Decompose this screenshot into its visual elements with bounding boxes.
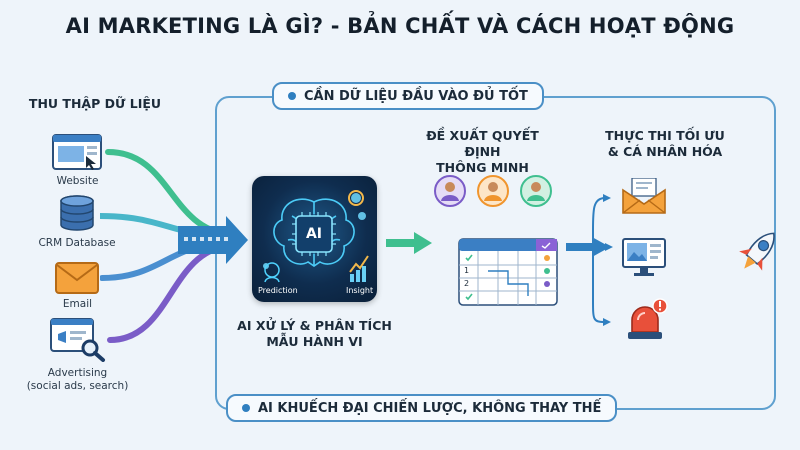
website-icon	[52, 134, 102, 170]
execute-heading-line2: & CÁ NHÂN HÓA	[607, 144, 723, 159]
ai-caption-line1: AI XỬ LÝ & PHÂN TÍCH	[237, 318, 392, 333]
ai-to-decision-arrow	[386, 232, 432, 254]
collect-heading: THU THẬP DỮ LIỆU	[28, 96, 162, 111]
bullet-dot-icon	[288, 92, 296, 100]
crm-database-label: CRM Database	[38, 237, 116, 249]
decision-table: 1 2	[458, 238, 558, 306]
personalized-email-icon	[622, 177, 666, 214]
table-row-number-1: 1	[464, 266, 470, 275]
database-icon	[58, 195, 96, 233]
ai-processing-panel: AI Prediction Insight	[252, 176, 377, 302]
email-icon	[55, 262, 99, 294]
decision-heading-line1: ĐỀ XUẤT QUYẾT ĐỊNH	[426, 128, 539, 159]
email-label: Email	[62, 298, 93, 310]
merged-arrow-head	[226, 216, 248, 264]
amplify-strategy-pill-label: AI KHUẾCH ĐẠI CHIẾN LƯỢC, KHÔNG THAY THẾ	[258, 400, 602, 416]
avatar-green	[520, 175, 552, 207]
insight-label: Insight	[346, 286, 374, 295]
ai-caption: AI XỬ LÝ & PHÂN TÍCH MẪU HÀNH VI	[222, 318, 407, 350]
execute-heading-line1: THỰC THI TỐI ƯU	[605, 128, 725, 143]
bullet-dot-icon	[242, 404, 250, 412]
alert-siren-icon	[622, 298, 668, 340]
decision-heading-line2: THÔNG MINH	[436, 160, 529, 175]
customer-avatars	[433, 174, 553, 208]
avatar-orange	[477, 175, 509, 207]
input-data-pill-label: CẦN DỮ LIỆU ĐẦU VÀO ĐỦ TỐT	[304, 88, 528, 104]
dashboard-monitor-icon	[622, 238, 666, 278]
website-stream	[105, 149, 231, 237]
execute-branch-lines	[592, 194, 613, 326]
avatar-purple	[434, 175, 466, 207]
rocket-icon	[736, 226, 782, 276]
decision-heading: ĐỀ XUẤT QUYẾT ĐỊNH THÔNG MINH	[415, 128, 550, 176]
execute-heading: THỰC THI TỐI ƯU & CÁ NHÂN HÓA	[605, 128, 725, 160]
advertising-label-main: Advertising	[47, 367, 108, 379]
website-label: Website	[56, 175, 99, 187]
advertising-icon	[50, 318, 106, 362]
table-row-number-2: 2	[464, 279, 470, 288]
ai-brain-icon	[263, 190, 369, 283]
page-title: AI MARKETING LÀ GÌ? - BẢN CHẤT VÀ CÁCH H…	[65, 14, 735, 38]
ai-chip-label: AI	[305, 226, 323, 242]
amplify-strategy-pill: AI KHUẾCH ĐẠI CHIẾN LƯỢC, KHÔNG THAY THẾ	[226, 394, 618, 422]
input-data-pill: CẦN DỮ LIỆU ĐẦU VÀO ĐỦ TỐT	[272, 82, 544, 110]
advertising-label-sub: (social ads, search)	[26, 380, 129, 392]
advertising-label: Advertising (social ads, search)	[20, 367, 135, 393]
data-flow-streams	[100, 149, 248, 343]
prediction-label: Prediction	[258, 286, 298, 295]
ai-caption-line2: MẪU HÀNH VI	[266, 334, 363, 349]
